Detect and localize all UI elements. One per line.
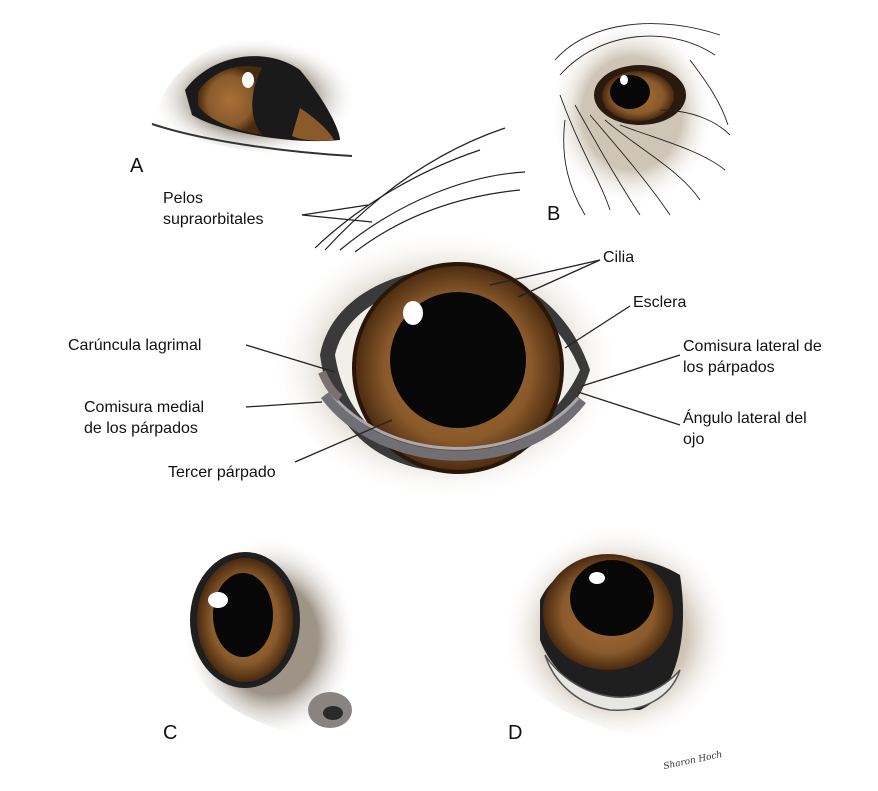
- panel-label-a: A: [130, 155, 143, 178]
- eye-panel-a: [150, 37, 357, 158]
- eye-panel-d: [502, 524, 733, 743]
- eye-panel-c: [183, 537, 357, 741]
- panel-label-c: C: [163, 722, 177, 745]
- label-caruncula-lagrimal: Carúncula lagrimal: [68, 335, 201, 356]
- label-angulo-lateral: Ángulo lateral del ojo: [683, 408, 807, 450]
- label-tercer-parpado: Tercer párpado: [168, 462, 276, 483]
- main-eye: [270, 230, 620, 500]
- label-esclera: Esclera: [633, 292, 686, 313]
- leader-pelos-2: [302, 215, 372, 222]
- label-comisura-medial: Comisura medial de los párpados: [84, 397, 204, 439]
- label-pelos-supraorbitales: Pelos supraorbitales: [163, 188, 264, 230]
- panel-label-b: B: [547, 203, 560, 226]
- leader-pelos-1: [302, 205, 368, 215]
- panel-label-d: D: [508, 722, 522, 745]
- label-comisura-lateral: Comisura lateral de los párpados: [683, 336, 822, 378]
- label-cilia: Cilia: [603, 247, 634, 268]
- eye-panel-b: [549, 19, 730, 215]
